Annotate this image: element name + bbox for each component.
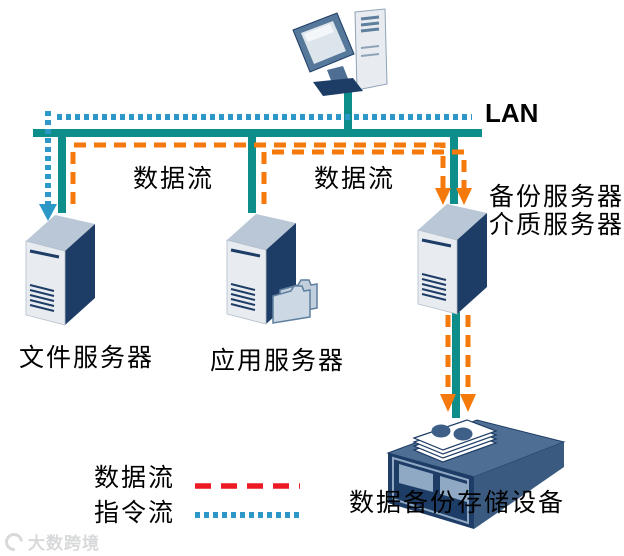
data-flow-app-to-backup: [261, 149, 472, 205]
disk-hole: [431, 424, 451, 438]
storage-device-label: 数据备份存储设备: [349, 489, 566, 517]
workstation-icon: [292, 8, 388, 96]
down-arrow-icon: [456, 188, 472, 205]
legend-command-flow-label: 指令流: [94, 499, 176, 527]
backup-server-label-line1: 备份服务器: [489, 183, 624, 211]
backup-server-label-line2: 介质服务器: [489, 211, 624, 239]
down-arrow-icon: [440, 394, 456, 412]
watermark-logo-icon: [1, 528, 27, 555]
watermark-text: 大数跨境: [28, 534, 100, 553]
data-flow-annotation-1: 数据流: [133, 165, 215, 193]
file-server-label: 文件服务器: [19, 344, 155, 372]
screen-highlight: [304, 24, 334, 42]
data-flow-backup-to-storage-left: [440, 315, 456, 412]
backup-server-icon: [416, 202, 489, 316]
watermark: 大数跨境: [1, 528, 100, 555]
file-server-icon: [24, 213, 97, 327]
legend-data-flow-label: 数据流: [94, 464, 176, 492]
monitor-base: [313, 78, 363, 96]
data-flow-file-to-backup: [70, 142, 451, 205]
tower-slot: [360, 45, 380, 49]
tower-slot: [360, 21, 380, 27]
down-arrow-icon: [39, 204, 57, 221]
storage-device-icon: [386, 419, 566, 529]
tower-slot: [360, 27, 380, 33]
storage-front-frame: [392, 456, 469, 525]
disk-stack-icon: [412, 419, 498, 463]
storage-slot: [440, 476, 467, 502]
down-arrow-icon: [435, 188, 451, 205]
tower-slot: [360, 53, 380, 57]
data-flow-backup-to-storage-right: [460, 315, 476, 412]
backup-server-label: 备份服务器 介质服务器: [489, 183, 624, 239]
app-server-label: 应用服务器: [210, 347, 346, 375]
command-flow-arrow-to-file-server: [39, 111, 57, 221]
data-flow-annotation-2: 数据流: [314, 165, 396, 193]
app-server-folder-icon: [272, 279, 318, 324]
lan-label: LAN: [485, 98, 539, 128]
disk-hole: [453, 427, 473, 441]
down-arrow-icon: [460, 394, 476, 412]
storage-side-face: [474, 442, 564, 529]
tower-slot: [360, 15, 380, 21]
storage-slot: [399, 464, 433, 492]
